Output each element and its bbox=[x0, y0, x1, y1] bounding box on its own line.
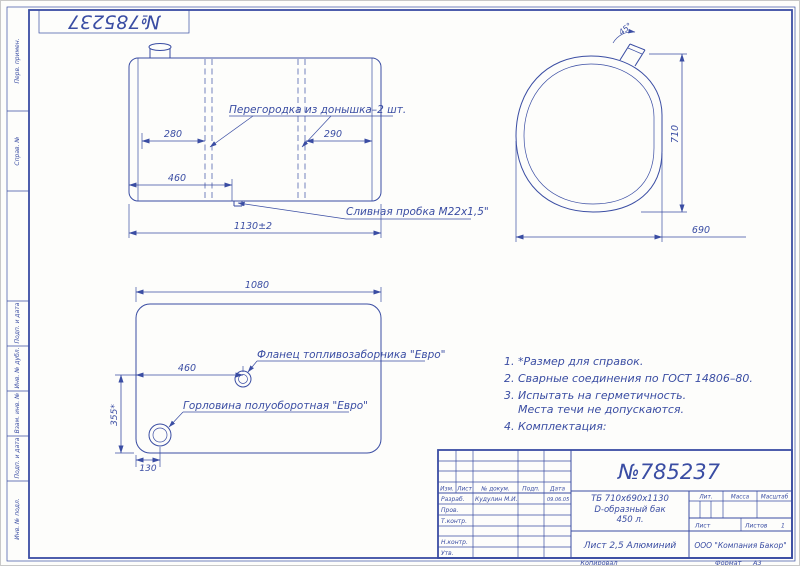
strip-label-inv-podl: Инв. № подл. bbox=[14, 498, 21, 539]
title-block: №785237 Изм. Лист № докум. Подп. Дата Ра… bbox=[437, 449, 793, 559]
massa-label: Масса bbox=[731, 495, 750, 501]
col-izm: Изм. bbox=[440, 487, 454, 493]
angle-dim-arc bbox=[612, 28, 636, 44]
title-signature-rows: Разраб. Кудулин М.И. 09.06.05 Пров. Т.ко… bbox=[441, 496, 569, 557]
strip-label-sprav: Справ. № bbox=[14, 136, 21, 165]
dim-280: 280 bbox=[164, 129, 182, 140]
filler-neck-plan-inner bbox=[152, 427, 168, 443]
strip-label-perv-primen: Перв. примен. bbox=[14, 38, 21, 83]
frame-left-strip: Перв. примен. Справ. № Подп. и дата Инв.… bbox=[14, 38, 21, 539]
end-view: 45° 710 690 bbox=[515, 21, 746, 242]
format-label: Формат bbox=[715, 559, 742, 566]
row-tkontr: Т.контр. bbox=[441, 518, 467, 525]
sheet-frame bbox=[6, 6, 796, 562]
strip-label-vzam-inv: Взам. инв. № bbox=[14, 393, 21, 434]
inner-frame bbox=[28, 9, 793, 559]
filler-neck-end bbox=[619, 43, 646, 67]
flange-callout-label: Фланец топливозаборника "Евро" bbox=[257, 349, 446, 361]
col-list: Лист bbox=[456, 487, 472, 493]
side-view: Перегородка из донышка–2 шт. Сливная про… bbox=[128, 43, 489, 238]
note-1: 1. *Размер для справок. bbox=[504, 355, 643, 368]
dim-710: 710 bbox=[670, 125, 681, 143]
title-header-row: Изм. Лист № докум. Подп. Дата bbox=[440, 487, 565, 493]
masshtab-label: Масштаб bbox=[761, 495, 789, 501]
tank-plan-outline bbox=[135, 303, 382, 454]
baffle-callout-label: Перегородка из донышка–2 шт. bbox=[229, 104, 406, 116]
razrab-date: 09.06.05 bbox=[547, 497, 569, 503]
stamp-number: №785237 bbox=[68, 11, 161, 33]
list-label: Лист bbox=[694, 523, 711, 530]
fuel-pickup-flange bbox=[234, 370, 252, 388]
tank-side-outline bbox=[128, 57, 382, 202]
row-prov: Пров. bbox=[441, 507, 459, 514]
product-name: D-образный бак bbox=[594, 505, 666, 515]
note-3-continued: Места течи не допускаются. bbox=[518, 403, 684, 416]
razrab-name: Кудулин М.И. bbox=[475, 496, 518, 503]
title-sheet-row: Лист Листов 1 bbox=[694, 523, 785, 530]
tank-end-outline bbox=[515, 55, 663, 213]
fuel-pickup-flange-inner bbox=[238, 374, 248, 384]
leader-line bbox=[168, 411, 184, 428]
dim-45: 45° bbox=[617, 21, 634, 37]
material: Лист 2,5 Алюминий bbox=[583, 541, 677, 551]
strip-label-podp-data-2: Подп. и дата bbox=[14, 437, 21, 478]
stamp-box bbox=[38, 9, 190, 34]
title-lit-block: Лит. Масса Масштаб bbox=[698, 495, 788, 501]
note-3: 3. Испытать на герметичность. bbox=[504, 389, 686, 402]
strip-label-inv-dubl: Инв. № дубл. bbox=[14, 347, 21, 388]
plan-view: 1080 460 Фланец топливозаборника "Евро" … bbox=[110, 280, 446, 474]
title-designation: ТБ 710х690х1130 D-образный бак 450 л. Ли… bbox=[583, 494, 677, 551]
note-4: 4. Комплектация: bbox=[504, 420, 607, 433]
baffle-hidden-lines bbox=[204, 59, 306, 200]
dim-290: 290 bbox=[324, 129, 342, 140]
company-name: ООО "Компания Бакор" bbox=[694, 541, 786, 550]
listov-value: 1 bbox=[781, 523, 785, 530]
filler-neck-plan bbox=[148, 423, 172, 447]
dim-460-plan: 460 bbox=[178, 363, 196, 374]
col-date: Дата bbox=[549, 487, 565, 493]
dim-1080: 1080 bbox=[245, 280, 269, 291]
tank-end-inner-line bbox=[523, 63, 655, 205]
col-sign: Подп. bbox=[522, 487, 540, 493]
col-doc: № докум. bbox=[480, 487, 510, 493]
copied-label: Копировал bbox=[580, 559, 617, 566]
dim-690: 690 bbox=[692, 225, 710, 236]
listov-label: Листов bbox=[744, 523, 768, 530]
technical-notes: 1. *Размер для справок. 2. Сварные соеди… bbox=[504, 355, 753, 433]
capacity: 450 л. bbox=[616, 515, 643, 525]
dim-length: 1130±2 bbox=[234, 221, 272, 232]
leader-line bbox=[209, 115, 254, 148]
filler-neck-side bbox=[148, 43, 172, 58]
leader-line bbox=[247, 360, 258, 373]
drain-callout-label: Сливная пробка М22х1,5" bbox=[346, 206, 489, 218]
note-2: 2. Сварные соединения по ГОСТ 14806–80. bbox=[504, 372, 753, 385]
row-nkontr: Н.контр. bbox=[441, 539, 468, 546]
neck-callout-label: Горловина полуоборотная "Евро" bbox=[183, 400, 368, 412]
outer-border bbox=[6, 6, 796, 562]
lit-label: Лит. bbox=[698, 495, 713, 501]
dim-355: 355* bbox=[110, 404, 120, 426]
strip-label-podp-data-1: Подп. и дата bbox=[14, 302, 21, 343]
rotated-doc-number-stamp: №785237 bbox=[38, 9, 190, 34]
dim-460-side: 460 bbox=[168, 173, 186, 184]
designation: ТБ 710х690х1130 bbox=[591, 494, 669, 504]
row-utv: Утв. bbox=[441, 550, 454, 557]
dim-130: 130 bbox=[139, 464, 156, 474]
leader-line bbox=[237, 201, 347, 220]
row-razrab: Разраб. bbox=[441, 496, 465, 503]
title-doc-number: №785237 bbox=[617, 460, 721, 484]
format-value: А3 bbox=[752, 559, 762, 566]
bottom-annotations: Копировал Формат А3 bbox=[580, 559, 762, 566]
